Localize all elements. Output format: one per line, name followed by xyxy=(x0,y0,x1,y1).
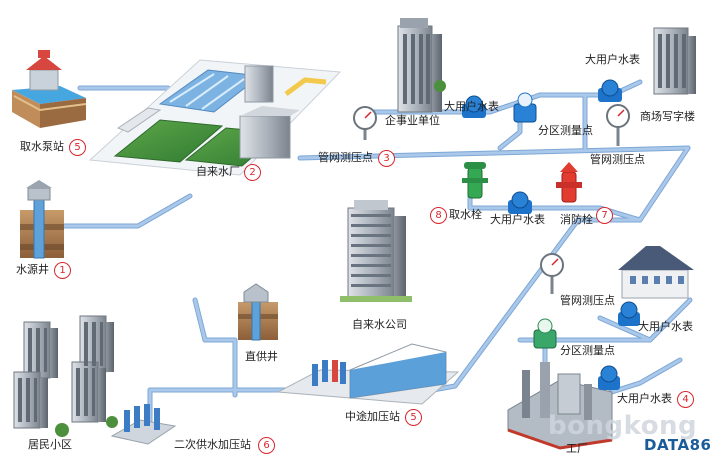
water-meter-icon xyxy=(462,95,486,118)
commercial-building-label: 商场写字楼 xyxy=(640,110,695,123)
water-company-label: 自来水公司 xyxy=(352,318,407,331)
water-company-building-icon xyxy=(340,200,412,302)
fire-hydrant-label: 消防栓 xyxy=(560,213,593,226)
flow-meter-icon xyxy=(513,92,537,123)
big-meter-factory-label: 大用户水表 xyxy=(617,392,672,405)
pipe-network xyxy=(55,79,693,443)
mid-booster-station-icon xyxy=(276,343,460,405)
secondary-booster-icon xyxy=(110,404,177,445)
hydrant-intake-label: 取水栓 xyxy=(449,208,482,221)
villa-building-icon xyxy=(618,246,694,299)
flow-meter-icon xyxy=(533,318,557,349)
fire-hydrant-icon xyxy=(556,162,582,203)
big-meter-enterprise-label: 大用户水表 xyxy=(444,100,499,113)
source-well-icon xyxy=(20,180,64,259)
mid-booster-label: 中途加压站 xyxy=(345,410,400,423)
enterprise-label: 企事业单位 xyxy=(385,114,440,127)
enterprise-building-icon xyxy=(397,18,446,113)
watermark-brand: bongkong xyxy=(548,411,698,441)
secondary-booster-number-badge: 6 xyxy=(258,437,275,454)
water-plant-icon xyxy=(88,59,342,176)
pump-station-label: 取水泵站 xyxy=(20,140,64,153)
factory-icon xyxy=(507,362,613,450)
secondary-booster-label: 二次供水加压站 xyxy=(174,438,251,451)
pressure-gauge-icon xyxy=(540,253,564,294)
pressure-point-right-label: 管网测压点 xyxy=(590,153,645,166)
zone-meter-bottom-label: 分区测量点 xyxy=(560,344,615,357)
factory-label: 工厂 xyxy=(566,442,588,455)
mid-booster-number-badge: 5 xyxy=(405,409,422,426)
zone-meter-top-label: 分区测量点 xyxy=(538,124,593,137)
source-well-label: 水源井 xyxy=(16,263,49,276)
big-meter-factory-number-badge: 4 xyxy=(677,391,694,408)
pressure-point-3-label: 管网测压点 xyxy=(318,151,373,164)
source-well-number-badge: 1 xyxy=(54,262,71,279)
pressure-point-lower-label: 管网测压点 xyxy=(560,294,615,307)
water-meter-icon xyxy=(508,191,532,214)
pump-station-number-badge: 5 xyxy=(69,139,86,156)
pressure-point-3-number-badge: 3 xyxy=(378,150,395,167)
residential-buildings-icon xyxy=(13,315,118,437)
hydrant-intake-number-badge: 8 xyxy=(430,207,447,224)
residential-label: 居民小区 xyxy=(28,438,72,451)
fire-hydrant-number-badge: 7 xyxy=(596,207,613,224)
big-meter-commercial-label: 大用户水表 xyxy=(585,53,640,66)
pump-station-icon xyxy=(12,50,87,128)
commercial-building-icon xyxy=(653,27,696,95)
intake-hydrant-icon xyxy=(462,162,488,199)
water-plant-label: 自来水厂 xyxy=(196,165,240,178)
water-meter-icon xyxy=(618,301,640,326)
pressure-gauge-icon xyxy=(353,106,377,140)
water-meter-icon xyxy=(598,79,622,102)
direct-well-icon xyxy=(238,283,278,341)
direct-well-label: 直供井 xyxy=(245,350,278,363)
water-meter-icon xyxy=(598,365,620,390)
big-meter-middle-label: 大用户水表 xyxy=(490,213,545,226)
water-plant-number-badge: 2 xyxy=(244,164,261,181)
pressure-gauge-icon xyxy=(606,104,630,146)
big-meter-villa-label: 大用户水表 xyxy=(638,320,693,333)
watermark-sub: DATA86 xyxy=(644,436,710,454)
